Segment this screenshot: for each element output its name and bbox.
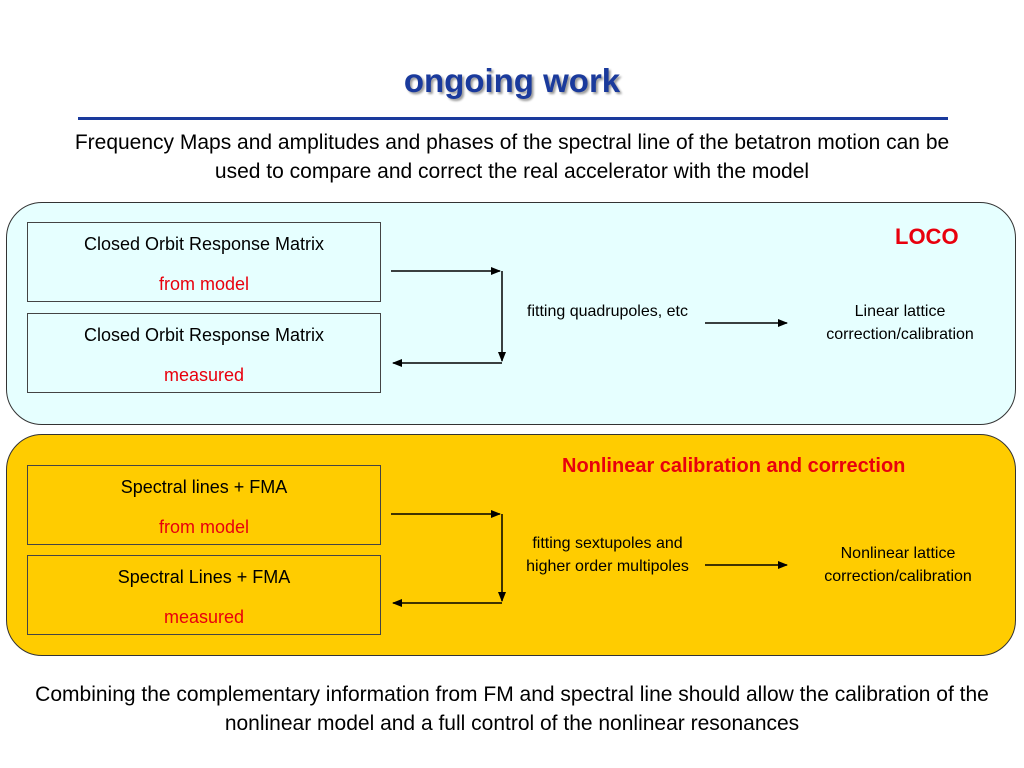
spectral-lines-measured-box: Spectral Lines + FMA measured [27, 555, 381, 635]
box-source: measured [163, 365, 245, 385]
nonlinear-fitting-label: fitting sextupoles and higher order mult… [526, 535, 689, 575]
spectral-lines-model-box: Spectral lines + FMA from model [27, 465, 381, 545]
outro-paragraph: Combining the complementary information … [35, 683, 989, 735]
loco-result-label: Linear lattice correction/calibration [826, 303, 974, 343]
nonlinear-label: Nonlinear calibration and correction [562, 455, 906, 477]
box-title: Closed Orbit Response Matrix [83, 234, 325, 254]
box-title: Spectral Lines + FMA [117, 567, 291, 587]
response-matrix-measured-box: Closed Orbit Response Matrix measured [27, 313, 381, 393]
box-source: from model [158, 274, 250, 294]
response-matrix-model-box: Closed Orbit Response Matrix from model [27, 222, 381, 302]
title-underline [78, 117, 948, 120]
intro-text: Frequency Maps and amplitudes and phases… [0, 128, 1024, 186]
loco-label: LOCO [895, 224, 959, 249]
outro-text: Combining the complementary information … [0, 680, 1024, 738]
loco-fitting-label: fitting quadrupoles, etc [527, 303, 688, 320]
box-source: measured [163, 607, 245, 627]
nonlinear-result-label: Nonlinear lattice correction/calibration [824, 545, 972, 585]
box-title: Spectral lines + FMA [120, 477, 288, 497]
slide-title: ongoing work [403, 62, 621, 99]
box-title: Closed Orbit Response Matrix [83, 325, 325, 345]
intro-paragraph: Frequency Maps and amplitudes and phases… [74, 131, 950, 183]
box-source: from model [158, 517, 250, 537]
